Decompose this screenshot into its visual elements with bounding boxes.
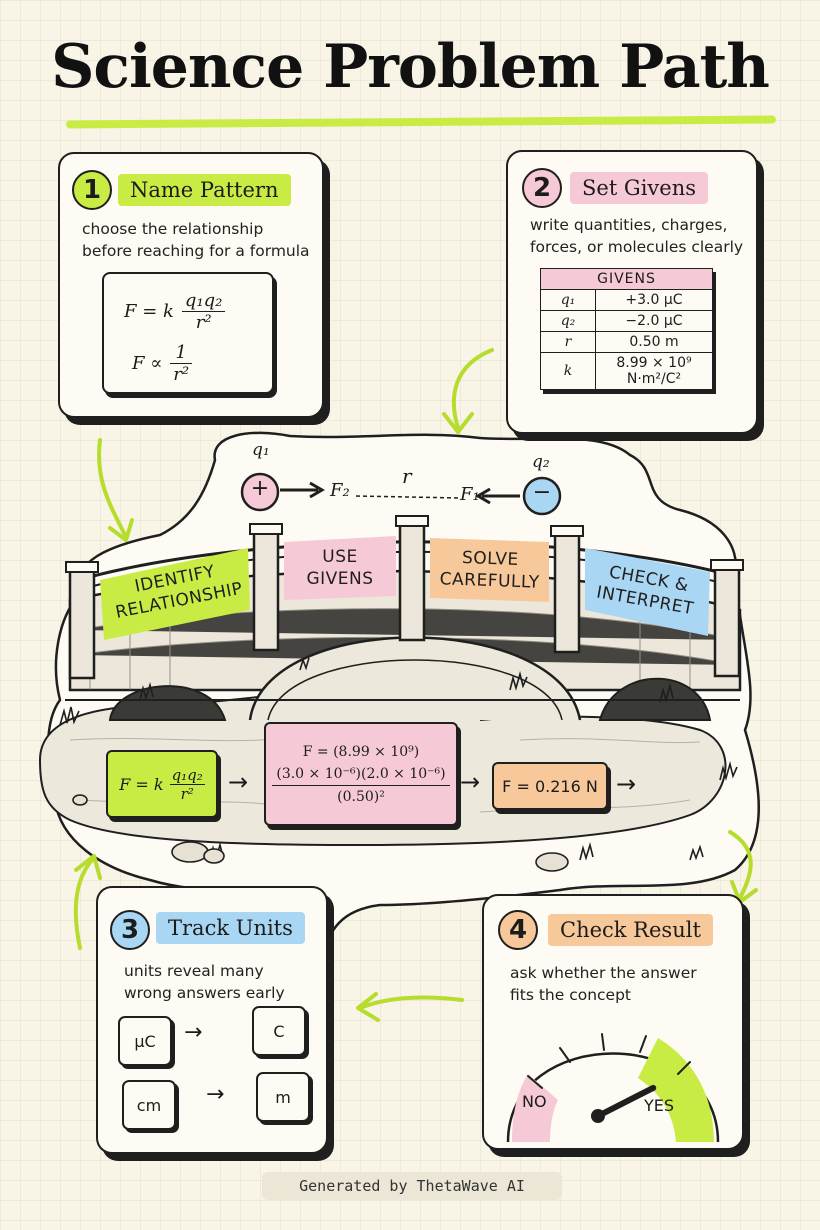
- panel-solve: SOLVE CAREFULLY: [439, 548, 540, 593]
- road-formula-box: F = k q₁q₂ r²: [106, 750, 218, 818]
- panel-use-givens: USE GIVENS: [306, 547, 374, 589]
- table-row: q₂ −2.0 μC: [540, 310, 713, 332]
- table-row: r 0.50 m: [540, 331, 713, 353]
- inverse-square-formula: F ∝ 1 r²: [132, 342, 192, 385]
- page-title: Science Problem Path: [51, 32, 770, 102]
- arrow-4-to-3: [358, 995, 464, 1010]
- arrow-2-to-bridge: [451, 348, 494, 430]
- step-1-label: Name Pattern: [118, 174, 291, 206]
- charge-q2: [522, 476, 562, 516]
- gauge-no-label: NO: [522, 1092, 547, 1111]
- q1-sign: +: [250, 476, 270, 501]
- step-1-number: 1: [72, 170, 112, 210]
- step-1-formula-box: F = k q₁q₂ r² F ∝ 1 r²: [102, 272, 274, 394]
- step-4-description: ask whether the answer fits the concept: [510, 964, 697, 1004]
- charges-diagram: [240, 472, 562, 516]
- force-f1-label: F₁: [460, 484, 480, 505]
- unit-from-microcoulomb: μC: [118, 1016, 172, 1066]
- step-3-description: units reveal many wrong answers early: [124, 962, 285, 1002]
- panel-bg-blue: [585, 548, 710, 636]
- table-row: k 8.99 × 10⁹ N·m²/C²: [540, 352, 713, 390]
- step-3-label: Track Units: [156, 912, 305, 944]
- gauge-needle: [595, 1084, 657, 1119]
- panel-bg-orange: [430, 538, 549, 602]
- road-substitution-box: F = (8.99 × 10⁹) (3.0 × 10⁻⁶)(2.0 × 10⁻⁶…: [264, 722, 458, 826]
- step-2-card: 2 Set Givens write quantities, charges, …: [506, 150, 758, 434]
- givens-table-wrap: GIVENS q₁ +3.0 μC q₂ −2.0 μC r 0.50 m k …: [540, 268, 713, 390]
- arrow-right-icon: →: [206, 1082, 225, 1107]
- givens-table: GIVENS q₁ +3.0 μC q₂ −2.0 μC r 0.50 m k …: [540, 268, 713, 390]
- step-1-description: choose the relationship before reaching …: [82, 220, 310, 260]
- post-5: [713, 564, 741, 678]
- gauge-yes-zone: [638, 1038, 714, 1142]
- step-1-card: 1 Name Pattern choose the relationship b…: [58, 152, 324, 418]
- gauge-yes-label: YES: [644, 1096, 675, 1115]
- distance-r-label: r: [402, 464, 412, 488]
- arrow-bridge-to-4: [728, 830, 753, 900]
- step-2-number: 2: [522, 168, 562, 208]
- unit-from-centimeter: cm: [122, 1080, 176, 1130]
- post-3: [398, 520, 426, 642]
- arrow-right-icon: →: [228, 768, 249, 796]
- arrow-1-to-bridge: [97, 438, 127, 537]
- road-result-box: F = 0.216 N: [492, 762, 608, 810]
- panel-bg-green: [100, 548, 250, 640]
- step-4-card: 4 Check Result ask whether the answer fi…: [482, 894, 744, 1150]
- coulomb-formula: F = k q₁q₂ r²: [124, 290, 226, 333]
- unit-to-coulomb: C: [252, 1006, 306, 1056]
- table-row: q₁ +3.0 μC: [540, 289, 713, 311]
- q1-label: q₁: [252, 440, 270, 460]
- step-2-label: Set Givens: [570, 172, 709, 204]
- step-4-number: 4: [498, 910, 538, 950]
- givens-header: GIVENS: [540, 268, 713, 290]
- post-4: [553, 530, 581, 654]
- q2-sign: −: [532, 480, 552, 505]
- step-3-number: 3: [110, 910, 150, 950]
- step-3-card: 3 Track Units units reveal many wrong an…: [96, 886, 328, 1154]
- force-f2-label: F₂: [330, 480, 350, 501]
- panel-bg-pink: [284, 536, 396, 600]
- gauge-no-zone: [512, 1074, 558, 1142]
- footer-credit: Generated by ThetaWave AI: [262, 1172, 562, 1200]
- arrow-3-up: [73, 858, 94, 950]
- post-1: [68, 566, 96, 680]
- step-2-description: write quantities, charges, forces, or mo…: [530, 216, 744, 256]
- arrow-right-icon: →: [616, 770, 637, 798]
- result-gauge: [506, 1033, 720, 1143]
- charge-q1: [240, 472, 280, 512]
- post-2: [252, 528, 280, 652]
- step-4-label: Check Result: [548, 914, 713, 946]
- arrow-right-icon: →: [184, 1020, 203, 1045]
- unit-to-meter: m: [256, 1072, 310, 1122]
- arrow-right-icon: →: [460, 768, 481, 796]
- arch-left: [108, 685, 227, 721]
- q2-label: q₂: [532, 452, 550, 472]
